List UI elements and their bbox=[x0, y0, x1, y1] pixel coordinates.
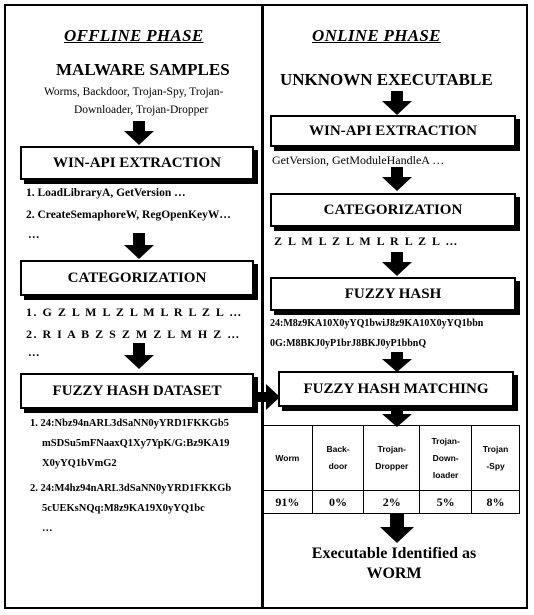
online-fuzzy-hash-box: FUZZY HASH bbox=[270, 277, 516, 311]
value-trojan-spy: 8% bbox=[471, 490, 520, 514]
header-trojan-downloader-text-2: Down- bbox=[432, 452, 459, 463]
arrow-down-icon bbox=[124, 233, 154, 259]
fuzzy-hash-dataset-box: FUZZY HASH DATASET bbox=[20, 373, 254, 409]
arrow-down-icon bbox=[382, 91, 412, 115]
offline-categorization-box: CATEGORIZATION bbox=[20, 260, 254, 296]
offline-winapi-box: WIN-API EXTRACTION bbox=[20, 146, 254, 180]
final-result: Executable Identified as WORM bbox=[266, 544, 522, 584]
phase-divider bbox=[261, 6, 264, 607]
matching-results-table: Worm Back- door Trojan- Dropper Trojan- … bbox=[262, 425, 520, 514]
offline-category-line-2: 2. R I A B Z S Z M Z L M H Z … bbox=[26, 327, 241, 341]
arrow-down-icon bbox=[382, 167, 412, 191]
arrow-down-icon bbox=[382, 407, 412, 427]
arrow-down-icon bbox=[124, 343, 154, 369]
figure-frame bbox=[4, 4, 528, 609]
header-trojan-dropper: Trojan- Dropper bbox=[363, 425, 421, 491]
value-backdoor: 0% bbox=[311, 490, 365, 514]
header-trojan-spy-text-1: Trojan bbox=[482, 444, 509, 454]
offline-phase-title: OFFLINE PHASE bbox=[64, 26, 204, 45]
dataset-hash-line-2: mSDSu5mFNaaxQ1Xy7YpK/G:Bz9KA19 bbox=[42, 438, 230, 449]
online-fuzzy-hash-line-2: 0G:M8BKJ0yP1brJ8BKJ0yP1bbnQ bbox=[270, 338, 427, 349]
online-winapi-box: WIN-API EXTRACTION bbox=[270, 115, 516, 147]
value-trojan-downloader: 5% bbox=[419, 490, 473, 514]
final-result-line-1: Executable Identified as bbox=[311, 545, 477, 562]
header-worm-text: Worm bbox=[275, 452, 300, 463]
dataset-hash-line-5: 5cUEKsNQq:M8z9KA19X0yYQ1bc bbox=[42, 503, 205, 514]
online-fuzzy-hash-line-1: 24:M8z9KA10X0yYQ1bwiJ8z9KA10X0yYQ1bbn bbox=[270, 318, 484, 329]
header-trojan-downloader: Trojan- Down- loader bbox=[419, 425, 473, 491]
dataset-hash-line-1: 1. 24:Nbz94nARL3dSaNN0yYRD1FKKGb5 bbox=[30, 418, 229, 429]
online-category-line: Z L M L Z L M L R L Z L … bbox=[274, 234, 459, 248]
malware-samples-line-2: Downloader, Trojan-Dropper bbox=[74, 104, 209, 116]
header-backdoor-text-2: door bbox=[328, 461, 348, 471]
results-value-row: 91% 0% 2% 5% 8% bbox=[262, 490, 520, 514]
dataset-hash-line-6: … bbox=[42, 523, 53, 534]
offline-winapi-line-1: 1. LoadLibraryA, GetVersion … bbox=[26, 187, 186, 199]
offline-winapi-line-3: … bbox=[28, 229, 40, 241]
header-trojan-downloader-text-3: loader bbox=[432, 469, 459, 480]
results-header-row: Worm Back- door Trojan- Dropper Trojan- … bbox=[262, 425, 520, 491]
offline-category-line-3: … bbox=[28, 347, 40, 359]
online-categorization-box: CATEGORIZATION bbox=[270, 193, 516, 227]
header-backdoor: Back- door bbox=[311, 425, 365, 491]
unknown-executable-title: UNKNOWN EXECUTABLE bbox=[280, 70, 493, 89]
header-worm: Worm bbox=[262, 425, 313, 491]
offline-winapi-line-2: 2. CreateSemaphoreW, RegOpenKeyW… bbox=[26, 209, 231, 221]
final-result-line-2: WORM bbox=[366, 565, 422, 582]
header-trojan-dropper-text-2: Dropper bbox=[375, 461, 409, 471]
dataset-hash-line-3: X0yYQ1bVmG2 bbox=[42, 458, 117, 469]
header-trojan-spy-text-2: -Spy bbox=[486, 461, 505, 471]
arrow-down-icon bbox=[124, 121, 154, 145]
arrow-down-icon bbox=[382, 252, 412, 276]
online-winapi-line: GetVersion, GetModuleHandleA … bbox=[272, 153, 445, 167]
value-worm: 91% bbox=[262, 490, 313, 514]
online-phase-title: ONLINE PHASE bbox=[312, 26, 441, 45]
arrow-right-icon bbox=[252, 384, 280, 410]
header-trojan-dropper-text-1: Trojan- bbox=[377, 444, 406, 454]
malware-samples-line-1: Worms, Backdoor, Trojan-Spy, Trojan- bbox=[44, 86, 224, 98]
dataset-hash-line-4: 2. 24:M4hz94nARL3dSaNN0yYRD1FKKGb bbox=[30, 483, 232, 494]
offline-category-line-1: 1. G Z L M L Z L M L R L Z L … bbox=[26, 305, 243, 319]
arrow-down-icon bbox=[380, 513, 414, 543]
header-backdoor-text-1: Back- bbox=[326, 444, 350, 454]
header-trojan-spy: Trojan -Spy bbox=[471, 425, 520, 491]
arrow-down-icon bbox=[382, 352, 412, 372]
header-trojan-downloader-text-1: Trojan- bbox=[431, 435, 460, 446]
fuzzy-hash-matching-box: FUZZY HASH MATCHING bbox=[278, 371, 514, 407]
value-trojan-dropper: 2% bbox=[363, 490, 421, 514]
malware-samples-title: MALWARE SAMPLES bbox=[56, 60, 230, 79]
